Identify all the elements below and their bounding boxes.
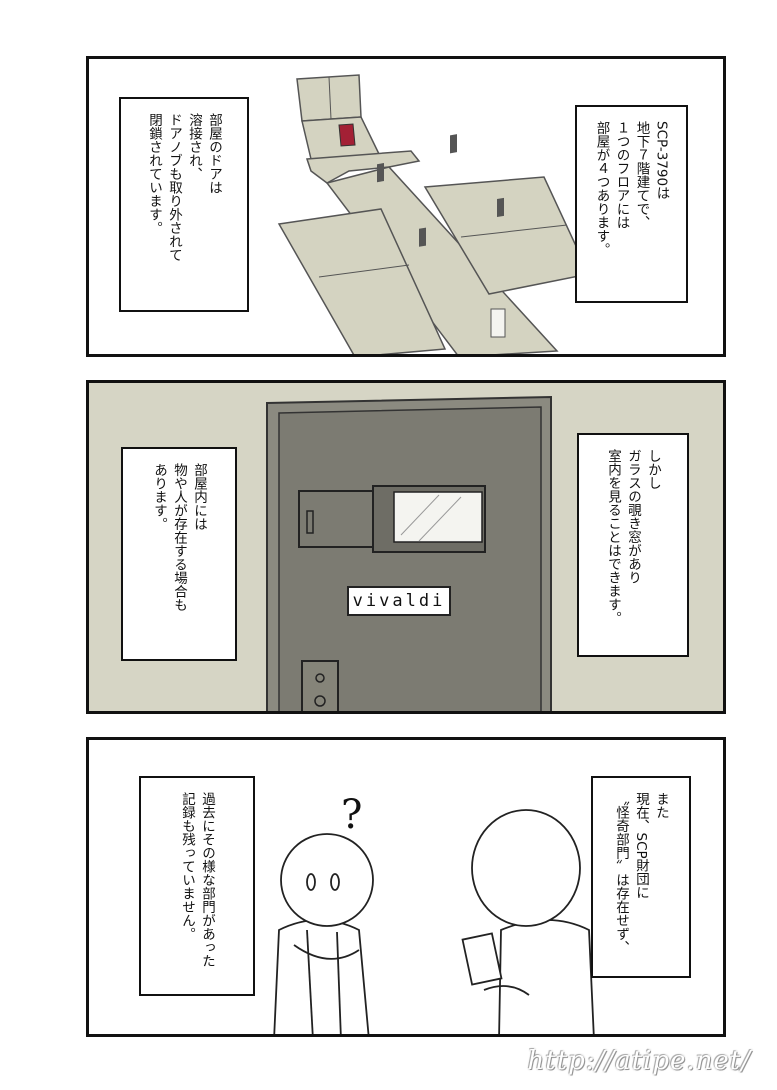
caption-doors-welded: 部屋のドアは 溶接され、 ドアノブも取り外されて 閉鎖されています。: [119, 97, 249, 312]
caption-line: 現在、SCP財団に: [633, 792, 649, 900]
caption-line: ガラスの覗き窓があり: [625, 449, 641, 584]
door-illustration: [266, 395, 552, 711]
floor-plan-illustration: [277, 74, 591, 354]
panel-door: vivaldi 部屋内には 物や人が存在する場合も あります。 しかし ガラスの…: [86, 380, 726, 714]
question-mark: ?: [341, 792, 363, 838]
caption-line: 部屋が４つあります。: [593, 121, 610, 256]
caption-line: SCP-3790は: [653, 121, 670, 200]
caption-line: 〝怪奇部門〟は存在せず、: [613, 792, 629, 954]
caption-line: 過去にその様な部門があった: [199, 792, 215, 968]
right-character: [461, 809, 595, 1034]
caption-room-contents: 部屋内には 物や人が存在する場合も あります。: [121, 447, 237, 661]
site-watermark: http://atipe.net/: [527, 1046, 751, 1076]
caption-line: 地下７階建てで、: [633, 121, 650, 229]
caption-line: 室内を見ることはできます。: [605, 449, 621, 625]
caption-line: 物や人が存在する場合も: [171, 463, 187, 612]
caption-line: 部屋内には: [191, 463, 207, 531]
left-character: [273, 833, 374, 1034]
caption-line: 部屋のドアは: [206, 113, 222, 194]
caption-line: 溶接され、: [186, 113, 202, 181]
caption-line: しかし: [645, 449, 661, 490]
caption-no-records: 過去にその様な部門があった 記録も残っていません。: [139, 776, 255, 996]
caption-glass-window: しかし ガラスの覗き窓があり 室内を見ることはできます。: [577, 433, 689, 657]
caption-line: ドアノブも取り外されて: [166, 113, 182, 262]
caption-line: １つのフロアには: [613, 121, 630, 229]
caption-line: 閉鎖されています。: [146, 113, 162, 235]
panel-characters: ? 過去にその様な部門があった 記録も残っていません。 また 現在、SCP財団に…: [86, 737, 726, 1037]
panel-floor-plan: 部屋のドアは 溶接され、 ドアノブも取り外されて 閉鎖されています。 SCP-3…: [86, 56, 726, 357]
caption-line: あります。: [151, 463, 167, 531]
caption-line: 記録も残っていません。: [179, 792, 195, 941]
caption-building-floors: SCP-3790は 地下７階建てで、 １つのフロアには 部屋が４つあります。: [575, 105, 688, 303]
door-nameplate: vivaldi: [347, 586, 451, 616]
caption-line: また: [653, 792, 669, 819]
caption-no-department: また 現在、SCP財団に 〝怪奇部門〟は存在せず、: [591, 776, 691, 978]
characters-illustration: [273, 809, 595, 1034]
